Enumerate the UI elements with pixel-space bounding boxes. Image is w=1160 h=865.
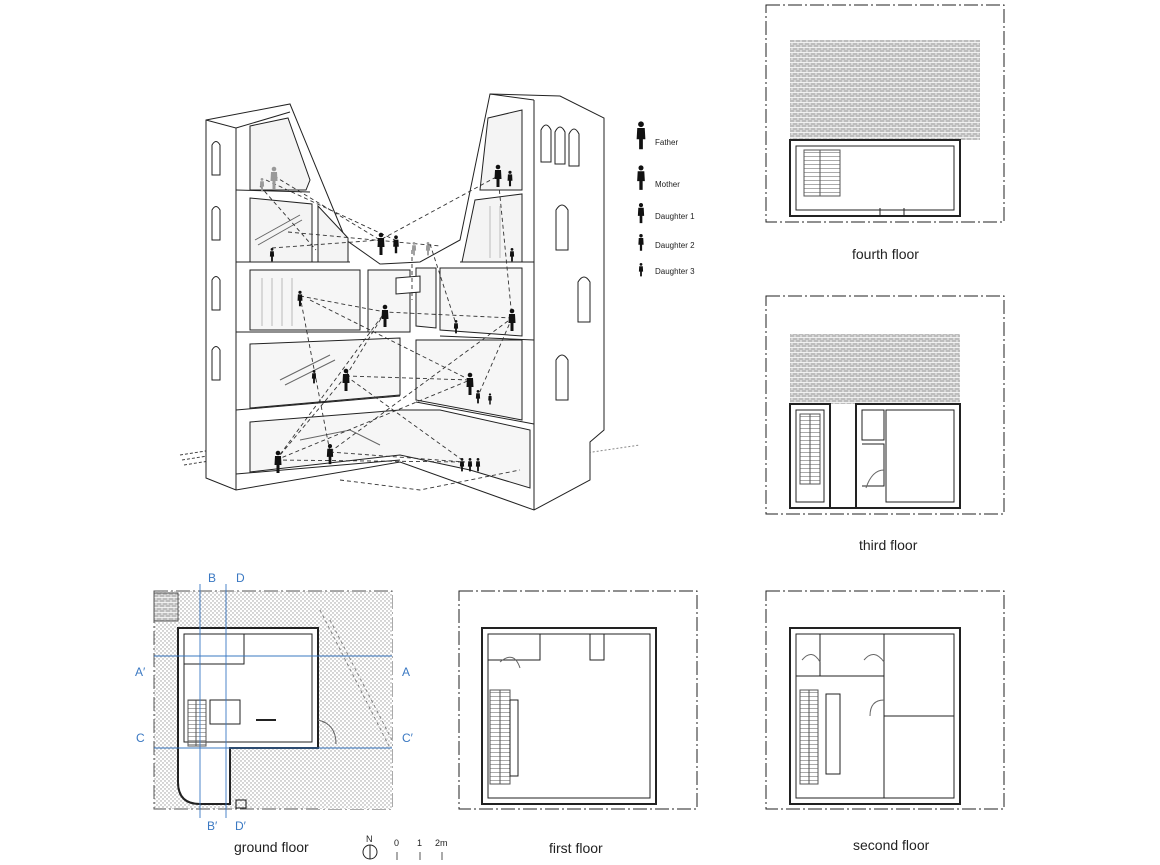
legend-label-daughter2: Daughter 2	[655, 241, 695, 250]
caption-ground-floor: ground floor	[234, 839, 309, 855]
legend-figures	[636, 121, 646, 277]
legend-daughter3-icon	[638, 263, 644, 277]
caption-second-floor: second floor	[853, 837, 930, 853]
plan-fourth-floor	[765, 4, 1005, 223]
legend-label-father: Father	[655, 138, 679, 147]
legend-daughter1-icon	[637, 203, 645, 224]
section-marker-d-top: D	[236, 571, 245, 585]
legend-label-daughter3: Daughter 3	[655, 267, 695, 276]
section-marker-a-left: A′	[135, 665, 146, 679]
legend-label-daughter1: Daughter 1	[655, 212, 695, 221]
scale-label-0: 0	[394, 838, 400, 848]
caption-first-floor: first floor	[549, 840, 603, 856]
caption-third-floor: third floor	[859, 537, 918, 553]
section-marker-b-top: B	[208, 571, 217, 585]
section-marker-a-right: A	[402, 665, 411, 679]
caption-fourth-floor: fourth floor	[852, 246, 919, 262]
section-marker-d-bottom: D′	[235, 819, 246, 833]
section-lines	[154, 584, 392, 818]
legend-mother-icon	[637, 165, 645, 190]
section-marker-c-left: C	[136, 731, 145, 745]
scale-bar	[362, 844, 443, 860]
legend-father-icon	[636, 121, 646, 150]
legend-label-mother: Mother	[655, 180, 680, 189]
scale-label-1: 1	[417, 838, 423, 848]
section-marker-c-right: C′	[402, 731, 413, 745]
section-marker-b-bottom: B′	[207, 819, 218, 833]
legend-daughter2-icon	[638, 234, 644, 251]
north-label: N	[366, 834, 373, 844]
isometric-section	[179, 93, 641, 511]
scale-label-2m: 2m	[435, 838, 448, 848]
plan-ground-floor	[153, 590, 393, 810]
plan-second-floor	[765, 590, 1005, 810]
plan-first-floor	[458, 590, 698, 810]
plan-third-floor	[765, 295, 1005, 515]
